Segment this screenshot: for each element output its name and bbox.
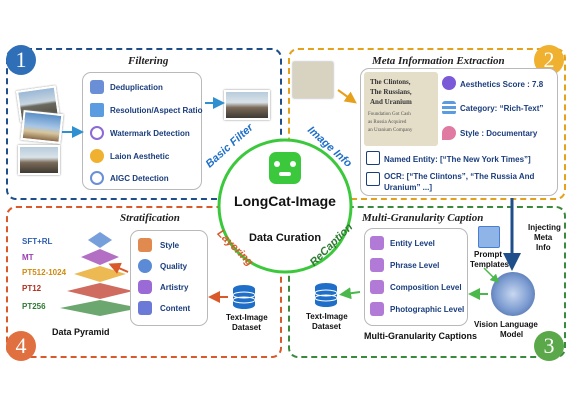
pyramid-layer xyxy=(60,300,140,316)
book-line: The Clintons, xyxy=(370,78,411,86)
pyramid-level-label: SFT+RL xyxy=(22,237,53,246)
style-icon xyxy=(138,238,152,252)
meta-info-box xyxy=(360,68,558,196)
pyramid-layer xyxy=(88,232,112,248)
lion-icon xyxy=(90,149,104,163)
filtering-title: Filtering xyxy=(128,55,169,67)
dataset-label: Dataset xyxy=(312,322,341,331)
ocr-icon xyxy=(366,172,380,186)
named-entity-label: Named Entity: [“The New York Times”] xyxy=(384,155,531,164)
caption-title: Multi-Granularity Caption xyxy=(362,212,484,224)
document-icon xyxy=(370,302,384,316)
dataset-label: Text-Image xyxy=(226,313,268,322)
dataset-icon xyxy=(232,285,256,309)
quality-icon xyxy=(138,259,152,273)
facet-label: Artistry xyxy=(160,283,189,292)
document-icon xyxy=(370,280,384,294)
facet-label: Content xyxy=(160,304,191,313)
book-cover-large: The Clintons, The Russians, And Uranium … xyxy=(364,72,438,146)
pyramid-level-label: PT512-1024 xyxy=(22,268,67,277)
watermark-icon xyxy=(90,126,104,140)
filter-item-label: Deduplication xyxy=(110,83,163,92)
dataset-label: Dataset xyxy=(232,323,261,332)
stratification-panel xyxy=(6,206,282,358)
filtered-photo xyxy=(224,90,270,120)
document-icon xyxy=(370,258,384,272)
book-line: an Uranium Company xyxy=(368,128,413,133)
injecting-meta-label: Meta xyxy=(534,233,553,242)
book-cover-photo xyxy=(293,62,333,98)
vlm-label: Vision Language xyxy=(474,320,538,329)
caption-level-label: Phrase Level xyxy=(390,261,440,270)
center-subtitle: Data Curation xyxy=(248,232,322,244)
data-pyramid xyxy=(60,232,140,316)
center-ring xyxy=(217,138,353,274)
ocr-label-continued: Uranium” ...] xyxy=(384,183,433,192)
filter-item-label: Resolution/Aspect Ratio xyxy=(110,106,203,115)
caption-level-label: Composition Level xyxy=(390,283,462,292)
meta-item-label: Aesthetics Score : 7.8 xyxy=(460,80,544,89)
vlm-label: Model xyxy=(500,330,524,339)
content-icon xyxy=(138,301,152,315)
palette-icon xyxy=(442,76,456,90)
pyramid-layer xyxy=(67,283,133,299)
filter-item-label: AIGC Detection xyxy=(110,174,169,183)
pyramid-level-label: PT256 xyxy=(22,302,46,311)
meta-title: Meta Information Extraction xyxy=(372,55,505,67)
ne-icon xyxy=(366,151,380,165)
pyramid-layer xyxy=(81,249,119,265)
stratification-title: Stratification xyxy=(120,212,180,224)
prompt-templates-icon xyxy=(478,226,500,248)
meta-item-label: Style : Documentary xyxy=(460,129,538,138)
caption-level-label: Entity Level xyxy=(390,239,435,248)
facet-label: Style xyxy=(160,241,180,250)
caption-level-label: Photographic Level xyxy=(390,305,465,314)
aigc-detect-icon xyxy=(90,171,104,185)
vlm-icon xyxy=(491,272,535,316)
dataset-label: Text-Image xyxy=(306,312,348,321)
meta-panel xyxy=(288,48,566,200)
filter-item-label: Watermark Detection xyxy=(110,129,190,138)
book-line: as Russia Acquired xyxy=(368,120,407,125)
document-icon xyxy=(370,236,384,250)
injecting-meta-label: Injecting xyxy=(528,223,561,232)
step-number-4: 4 xyxy=(6,331,36,361)
book-line: Foundation Got Cash xyxy=(368,112,411,117)
input-photo-2 xyxy=(20,109,64,145)
resolution-icon xyxy=(90,103,104,117)
caption-panel xyxy=(288,206,566,358)
ocr-label: OCR: [“The Clintons”, “The Russia And xyxy=(384,172,535,181)
input-photo-3 xyxy=(18,145,60,175)
pyramid-level-label: MT xyxy=(22,253,34,262)
book-line: The Russians, xyxy=(370,88,412,96)
facet-label: Quality xyxy=(160,262,188,271)
book-line: And Uranium xyxy=(370,98,412,106)
prompt-templates-label: Templates xyxy=(470,260,509,269)
artistry-icon xyxy=(138,280,152,294)
meta-item-label: Category: “Rich-Text” xyxy=(460,104,544,113)
brush-icon xyxy=(442,126,456,140)
filtering-panel xyxy=(6,48,282,200)
caption-footer: Multi-Granularity Captions xyxy=(364,331,478,341)
filter-item-label: Laion Aesthetic xyxy=(110,152,170,161)
injecting-meta-label: Info xyxy=(536,243,551,252)
pyramid-layer xyxy=(74,266,126,282)
longcat-logo-icon xyxy=(269,152,301,184)
pyramid-caption: Data Pyramid xyxy=(52,327,110,337)
step-number-1: 1 xyxy=(6,45,36,75)
pyramid-level-label: PT12 xyxy=(22,284,42,293)
step-number-3: 3 xyxy=(534,331,564,361)
duplicate-icon xyxy=(90,80,104,94)
prompt-templates-label: Prompt xyxy=(474,250,502,259)
list-icon xyxy=(442,101,456,115)
center-title: LongCat-Image xyxy=(234,193,336,209)
dataset-icon xyxy=(314,283,338,307)
